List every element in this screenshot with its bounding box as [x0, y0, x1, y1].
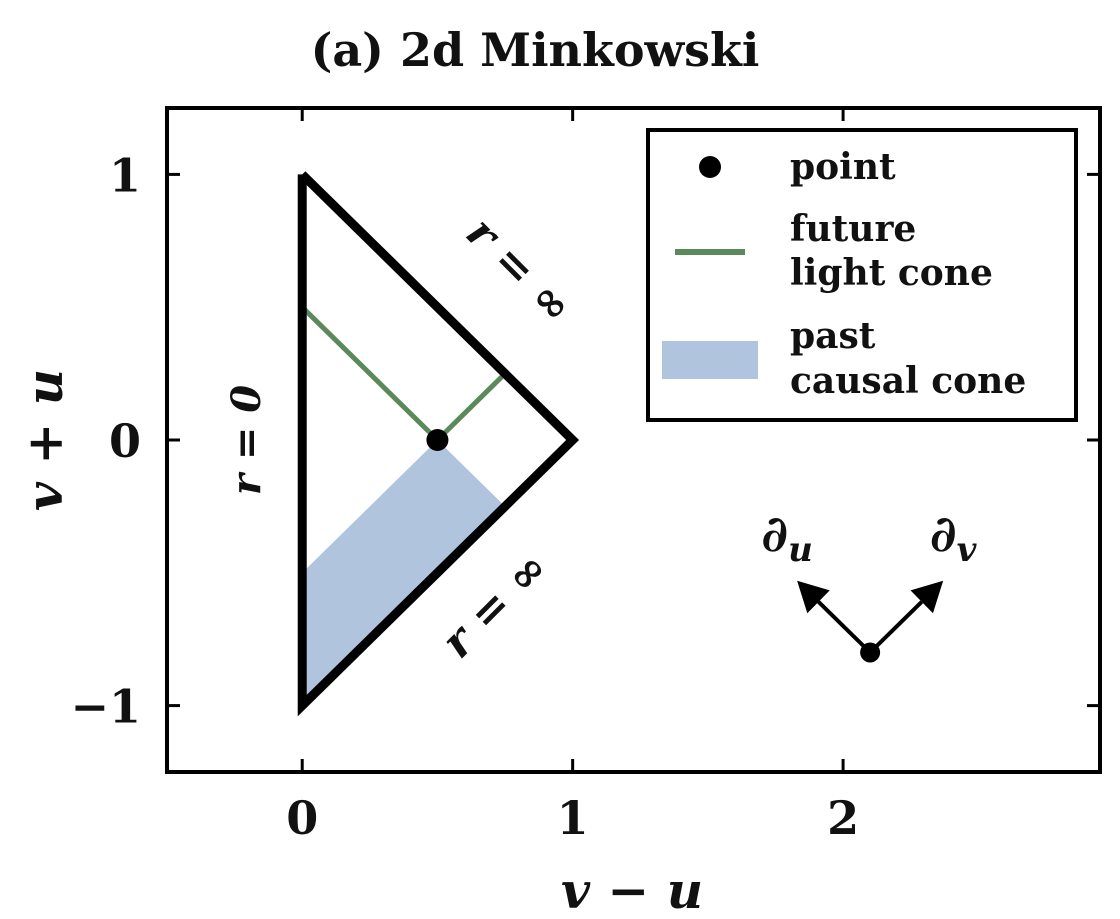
basis-arrow-head-2 [910, 580, 944, 614]
basis-label-subscript: v [957, 530, 978, 570]
basis-label-2: ∂v [930, 504, 978, 570]
point-marker [426, 429, 449, 451]
legend-label-2-2: light cone [790, 252, 993, 294]
penrose-boundary [297, 171, 580, 717]
basis-label-subscript: u [788, 530, 813, 570]
label-r-infinity-upper: r = ∞ [456, 207, 582, 333]
y-tick-label: 0 [109, 414, 141, 468]
x-tick-label: 2 [827, 791, 859, 845]
basis-arrow-shaft-1 [817, 600, 872, 654]
label-r-zero: r = 0 [223, 385, 270, 495]
y-tick-label: −1 [70, 680, 141, 734]
legend-label-3-1: past [790, 315, 876, 357]
legend-label-2-1: future [790, 208, 916, 250]
legend-label-1-1: point [790, 146, 896, 188]
basis-arrow-shaft-2 [868, 600, 924, 654]
legend-label-3-2: causal cone [790, 360, 1026, 402]
x-axis-label: v − u [561, 861, 703, 919]
x-tick-label: 1 [557, 791, 589, 845]
past-causal-cone-area [302, 440, 506, 706]
x-tick-label: 0 [286, 791, 318, 845]
y-axis-label: v + u [15, 369, 74, 511]
future-light-cone-segment-2 [435, 371, 507, 442]
basis-label-1: ∂u [761, 504, 812, 570]
future-light-cone-segment-1 [300, 305, 440, 442]
legend-marker-point [699, 156, 721, 178]
chart-title: (a) 2d Minkowski [311, 23, 760, 77]
basis-arrow-head-1 [797, 580, 830, 614]
legend-swatch-causal-cone [662, 341, 758, 379]
y-tick-label: 1 [109, 148, 141, 202]
basis-origin-marker [860, 642, 881, 663]
axes: 0 1 2 1 0 −1 [70, 106, 1102, 845]
